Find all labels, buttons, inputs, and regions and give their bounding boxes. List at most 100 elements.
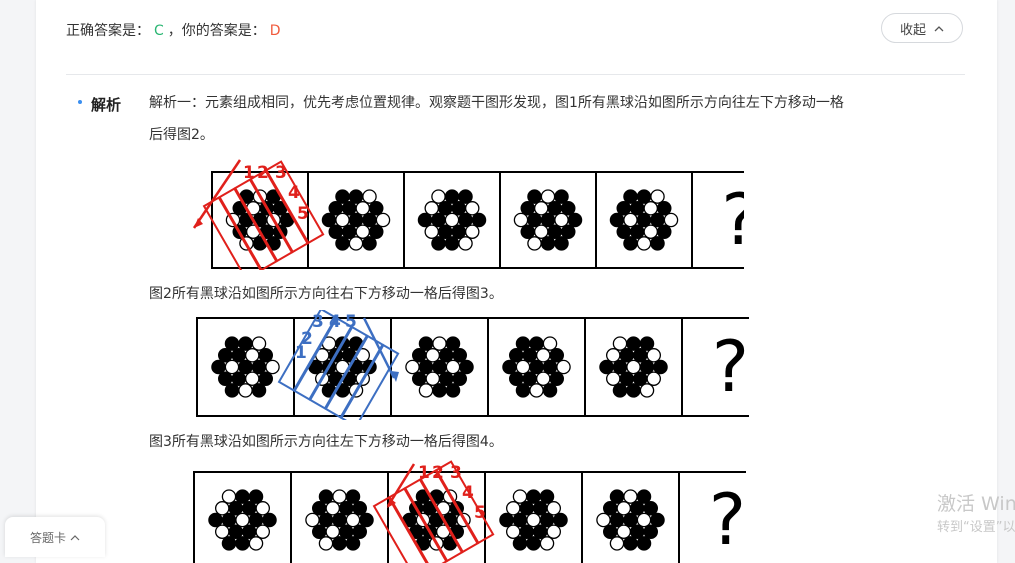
strip-box <box>308 325 369 410</box>
answer-sheet-tab[interactable]: 答题卡 <box>5 517 105 557</box>
ball <box>431 236 446 251</box>
ball <box>417 212 433 228</box>
ball <box>609 512 625 528</box>
ball <box>318 489 334 504</box>
ball <box>348 212 364 228</box>
ball <box>218 371 233 386</box>
analysis-text-4: 图3所有黑球沿如图所示方向往左下方移动一格后得图4。 <box>149 434 503 450</box>
direction-arrow <box>192 159 242 229</box>
ball <box>341 224 357 239</box>
ball <box>533 224 549 239</box>
ball <box>546 524 561 539</box>
ball <box>609 489 625 504</box>
ball <box>251 383 267 398</box>
ball <box>235 512 250 528</box>
ball <box>629 524 645 539</box>
ball <box>431 212 446 228</box>
ball <box>526 536 541 551</box>
ball <box>515 359 531 375</box>
question-mark: ? <box>709 479 746 561</box>
ball <box>411 348 427 363</box>
ball <box>265 359 280 375</box>
ball <box>328 201 343 216</box>
arrow-head <box>194 218 203 228</box>
correct-answer: C <box>154 23 164 39</box>
ball <box>311 524 327 539</box>
ball <box>352 501 367 516</box>
strip-number: 3 <box>312 312 324 332</box>
strip-number: 1 <box>295 343 307 363</box>
ball <box>452 348 467 363</box>
ball <box>431 189 446 204</box>
ball <box>532 501 548 516</box>
ball <box>599 359 614 375</box>
ball <box>218 348 233 363</box>
collapse-label: 收起 <box>899 22 926 38</box>
ball <box>639 383 655 398</box>
ball <box>527 189 542 204</box>
ball <box>464 201 480 216</box>
ball <box>362 236 377 251</box>
ball <box>505 524 521 539</box>
ball <box>556 359 571 375</box>
ball <box>325 524 340 539</box>
ball <box>512 489 528 504</box>
ball <box>258 348 274 363</box>
ball <box>639 359 655 375</box>
collapse-button[interactable]: 收起 <box>881 13 963 43</box>
ball <box>636 489 652 504</box>
ball <box>418 383 434 398</box>
arrow-head <box>387 498 396 508</box>
ball <box>445 383 461 398</box>
ball <box>643 501 658 516</box>
ball <box>626 383 641 398</box>
ball <box>335 212 350 228</box>
ball <box>332 489 347 504</box>
ball <box>432 336 447 351</box>
ball <box>542 336 558 351</box>
ball <box>602 501 618 516</box>
ball <box>411 371 427 386</box>
answer-line: 正确答案是：C，你的答案是：D <box>66 20 285 40</box>
ball <box>248 512 264 528</box>
ball <box>242 524 257 539</box>
question-mark: ? <box>721 179 744 261</box>
activation-watermark-sub: 转到“设置”以 <box>937 520 1015 535</box>
ball <box>643 224 658 239</box>
ball <box>444 212 460 228</box>
ball <box>221 536 237 551</box>
ball <box>560 224 576 239</box>
ball <box>542 383 558 398</box>
ball <box>539 489 555 504</box>
ball <box>632 348 648 363</box>
strip-number: 2 <box>257 163 269 183</box>
strip-number: 4 <box>288 183 300 203</box>
ball <box>612 336 628 351</box>
analysis-text-1: 解析一：元素组成相同，优先考虑位置规律。观察题干图形发现，图1所有黑球沿如图所示… <box>149 95 844 111</box>
ball <box>650 189 665 204</box>
ball <box>515 383 531 398</box>
ball <box>305 512 320 528</box>
ball <box>352 524 367 539</box>
ball <box>258 371 274 386</box>
ball <box>318 512 334 528</box>
ball <box>332 536 347 551</box>
strip-number: 4 <box>462 483 474 503</box>
ball <box>362 212 377 228</box>
ball <box>535 348 551 363</box>
ball <box>452 371 467 386</box>
ball <box>526 489 541 504</box>
chevron-up-icon <box>934 25 944 31</box>
ball <box>546 501 561 516</box>
ball <box>505 501 521 516</box>
ball <box>345 536 361 551</box>
ball <box>444 189 460 204</box>
ball <box>636 236 652 251</box>
ball <box>596 512 611 528</box>
strip-box <box>233 178 294 263</box>
ball <box>535 371 551 386</box>
ball <box>231 348 247 363</box>
ball <box>519 524 534 539</box>
ball <box>636 189 652 204</box>
